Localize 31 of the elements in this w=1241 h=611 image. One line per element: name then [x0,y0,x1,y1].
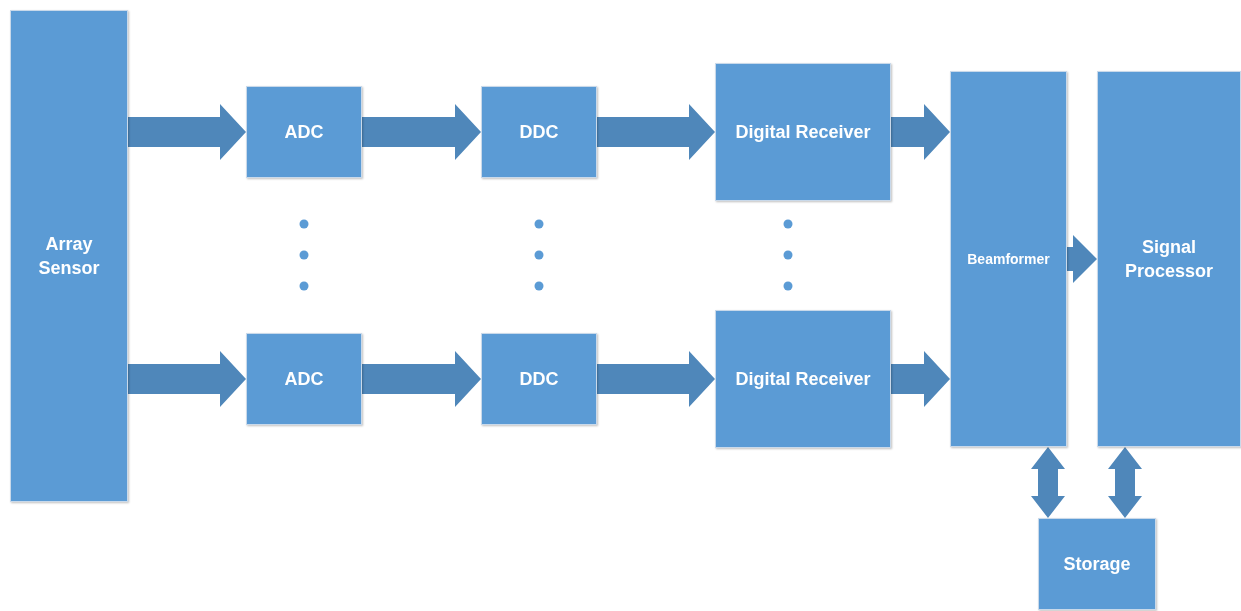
process-box [246,333,362,425]
process-box [715,310,891,448]
process-box [1038,518,1156,610]
process-box [715,63,891,201]
process-box [950,71,1067,447]
box-label: DDC [518,120,560,144]
process-box [1097,71,1241,447]
box-label: Signal Processor [1123,235,1215,283]
block-arrow [891,104,950,160]
box-label: ADC [283,367,325,391]
box-label: Storage [1062,552,1132,576]
block-arrow [128,351,246,407]
box-label: Digital Receiver [734,120,872,144]
process-box [246,86,362,178]
process-box [10,10,128,502]
block-arrow [597,104,715,160]
process-box [481,86,597,178]
block-arrow [1067,235,1097,283]
block-arrow [891,351,950,407]
box-label: ADC [283,120,325,144]
process-box [481,333,597,425]
block-arrow [597,351,715,407]
block-arrow [128,104,246,160]
box-label: Array Sensor [37,232,101,280]
block-arrow [1031,447,1065,518]
block-arrow [1108,447,1142,518]
box-label: DDC [518,367,560,391]
block-arrow [362,351,481,407]
box-label: Beamformer [966,249,1051,269]
block-arrow [362,104,481,160]
box-label: Digital Receiver [734,367,872,391]
